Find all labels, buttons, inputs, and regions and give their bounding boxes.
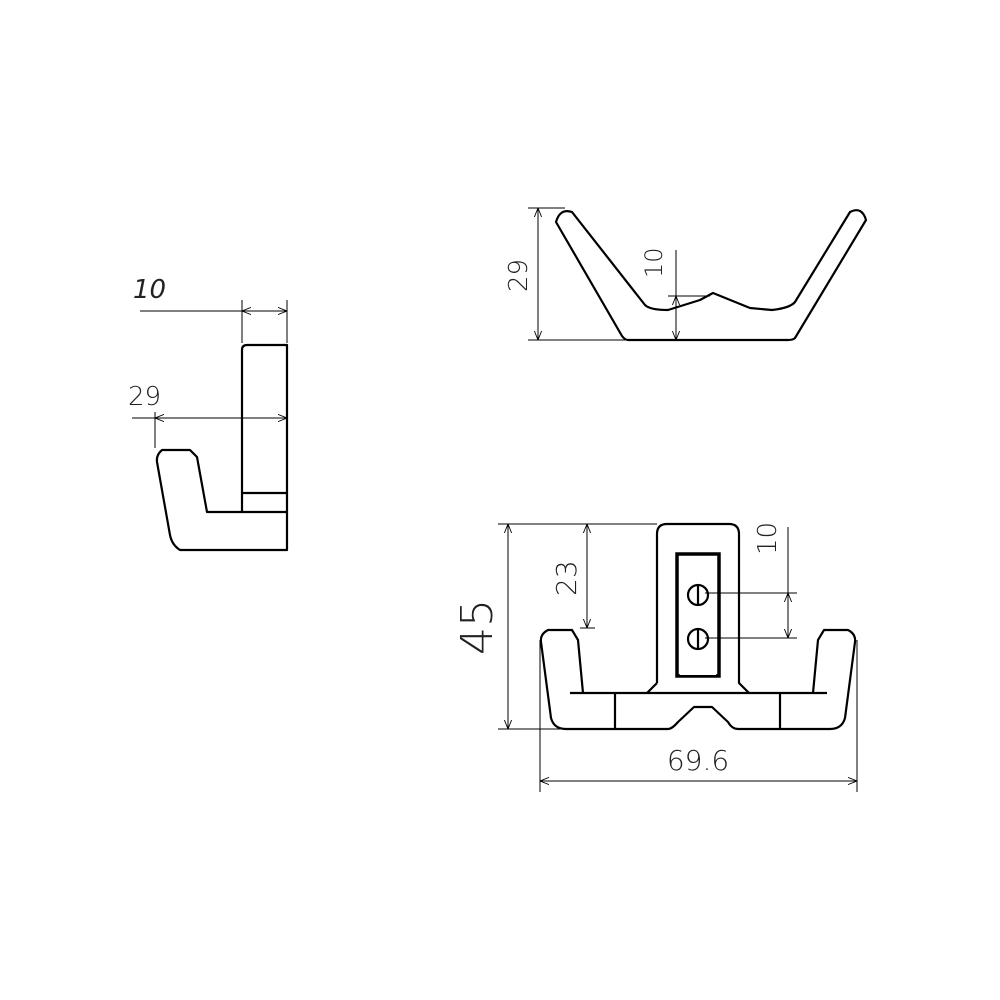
center-block-outline: [613, 693, 782, 731]
mounting-slot: [675, 552, 721, 678]
left-hook-outline: [539, 628, 615, 731]
dimension-label-height: 45: [452, 599, 503, 655]
dimension-label-depth: 29: [128, 382, 161, 412]
top-view: 29 10: [504, 207, 868, 342]
dimension-label-height: 29: [504, 259, 534, 292]
center-plate-outline: [655, 522, 750, 694]
dimension-label-width: 10: [133, 275, 166, 305]
backplate-outline: [155, 343, 289, 552]
center-plate-flare: [646, 682, 658, 694]
dimension-label-hook-drop: 23: [550, 560, 583, 596]
side-view: 10 29: [128, 275, 289, 552]
dimension-label-hole-spacing: 10: [753, 522, 783, 555]
top-view-outline: [554, 209, 868, 342]
front-view: 45 23 10 69.6: [452, 522, 858, 792]
right-hook-outline: [780, 628, 857, 731]
dimension-label-width: 69.6: [667, 744, 729, 777]
dimension-label-dip: 10: [640, 247, 668, 278]
